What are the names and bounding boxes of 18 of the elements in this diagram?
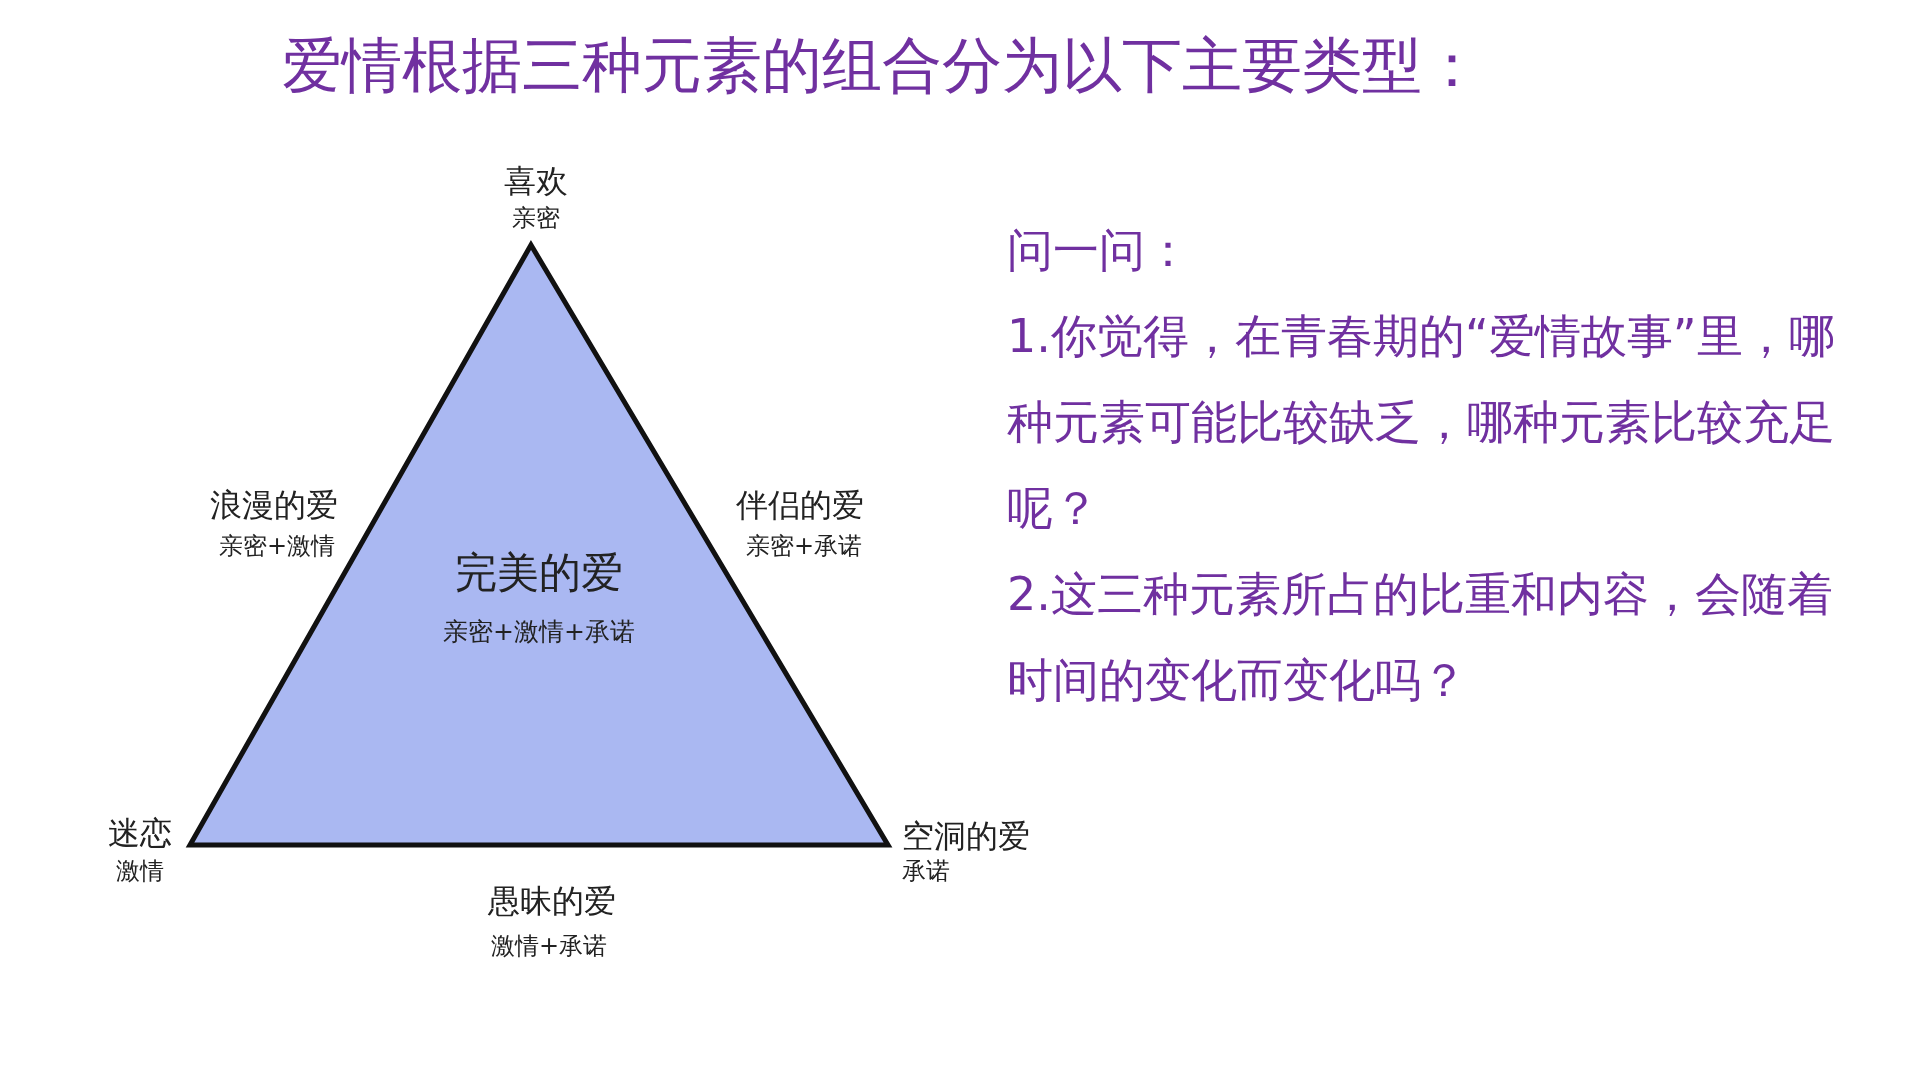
love-type-label: 浪漫的爱 <box>210 485 338 526</box>
type-components: 亲密+激情+承诺 <box>443 617 635 646</box>
question-heading: 问一问： <box>1007 222 1192 279</box>
love-type-label: 愚昧的爱 <box>488 881 616 922</box>
component-label: 亲密 <box>512 203 560 234</box>
love-type-label: 迷恋 <box>108 813 172 854</box>
question-text: 1.你觉得，在青春期的“爱情故事”里，哪种元素可能比较缺乏，哪种元素比较充足呢？ <box>1007 308 1836 537</box>
love-type-label: 喜欢 <box>504 161 568 202</box>
love-type-label: 空洞的爱 <box>902 816 1030 857</box>
component-label: 激情+承诺 <box>490 931 608 962</box>
component-label: 亲密+承诺 <box>745 531 863 562</box>
component-label: 承诺 <box>902 856 950 887</box>
component-label: 激情 <box>116 856 164 887</box>
type-heading: 完美的爱 <box>455 548 623 597</box>
question-text: 2.这三种元素所占的比重和内容，会随着时间的变化而变化吗？ <box>1007 566 1834 709</box>
love-type-label: 伴侣的爱 <box>736 485 864 526</box>
title: 爱情根据三种元素的组合分为以下主要类型： <box>282 29 1482 102</box>
component-label: 亲密+激情 <box>218 531 336 562</box>
